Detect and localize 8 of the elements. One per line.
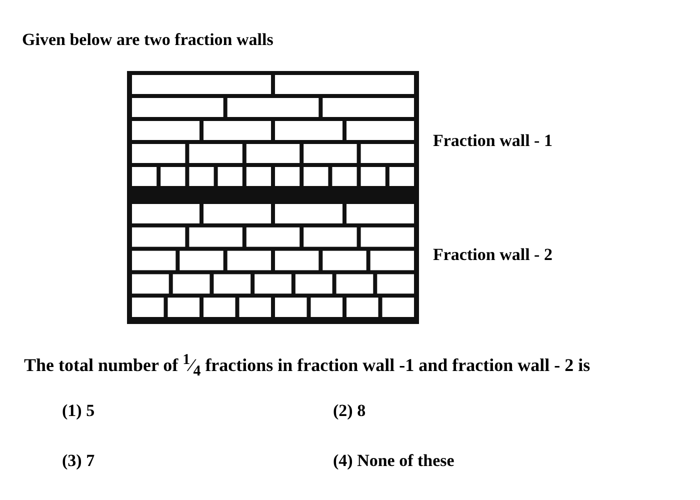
answer-option: (1) 5 [62,401,95,421]
answer-option: (3) 7 [62,451,95,471]
question-text: The total number of $^{1}$⁄$_{4}$ fractions in fraction wall -1 and fraction wall - 2 is [24,352,590,381]
wall-label: Fraction wall - 1 [433,131,552,151]
wall-label: Fraction wall - 2 [433,245,552,265]
answer-option: (2) 8 [333,401,366,421]
title: Given below are two fraction walls [22,30,274,50]
answer-option: (4) None of these [333,451,454,471]
